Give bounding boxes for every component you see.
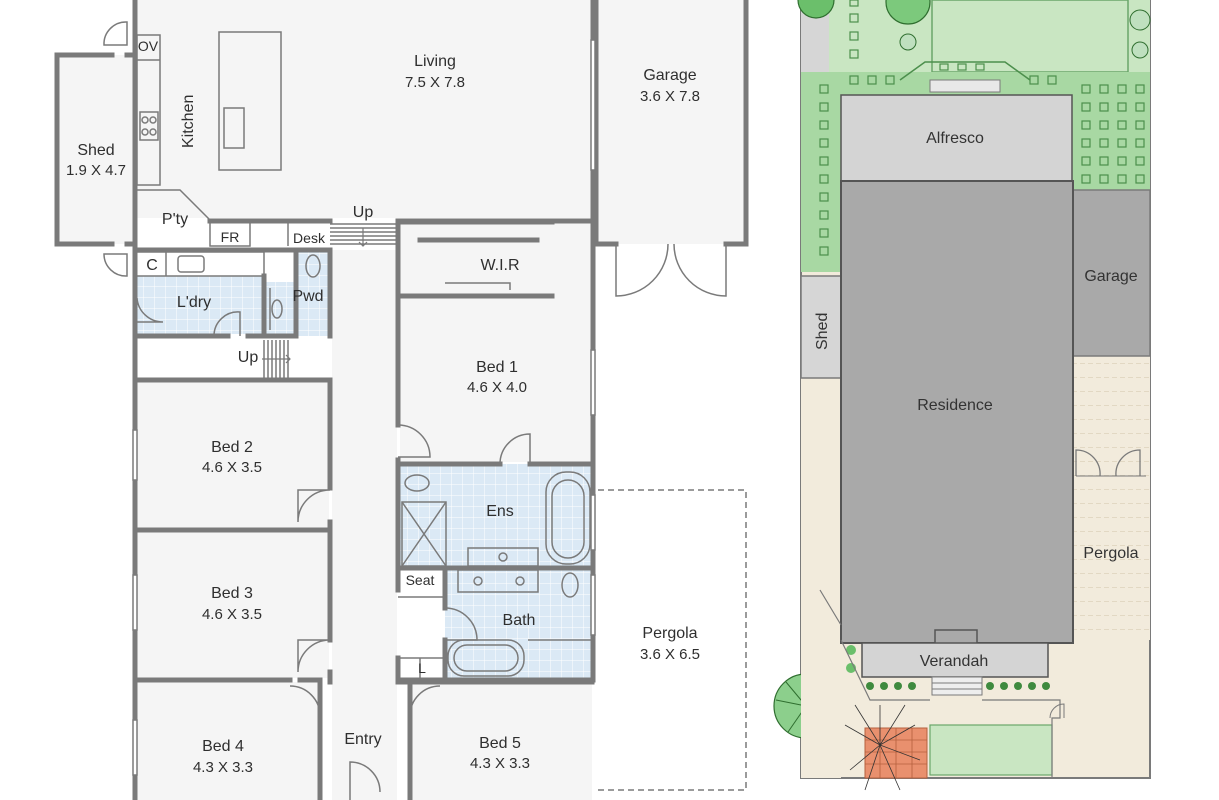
walls [54,0,749,800]
garden-grid [819,0,1145,256]
bath-name: Bath [503,612,536,629]
shed-name: Shed [77,142,114,159]
site-residence-label: Residence [917,397,993,414]
room-labels: Living 7.5 X 7.8 Garage 3.6 X 7.8 Shed 1… [66,38,700,776]
stairs-up-top: Up [353,204,374,221]
site-verandah-label: Verandah [920,653,989,670]
bed2-name: Bed 2 [211,439,253,456]
bed2-dims: 4.6 X 3.5 [202,459,262,476]
site-shed-label: Shed [814,313,831,350]
ens-name: Ens [486,503,514,520]
floor-plan: Living 7.5 X 7.8 Garage 3.6 X 7.8 Shed 1… [54,0,749,800]
windows [132,39,596,776]
site-garage-label: Garage [1084,268,1137,285]
entry-name: Entry [344,731,381,748]
bed4-name: Bed 4 [202,738,244,755]
laundry-name: L'dry [177,294,211,311]
bed1-name: Bed 1 [476,359,518,376]
joinery [103,21,747,800]
garage-dims: 3.6 X 7.8 [640,88,700,105]
powder-name: Pwd [292,288,323,305]
seat-label: Seat [406,572,435,588]
bed1-dims: 4.6 X 4.0 [467,379,527,396]
pergola-name: Pergola [642,625,697,642]
bed3-name: Bed 3 [211,585,253,602]
desk-label: Desk [293,230,326,246]
pergola-dims: 3.6 X 6.5 [640,646,700,663]
fridge-label: FR [221,229,240,245]
bed5-name: Bed 5 [479,735,521,752]
linen-label: L [418,660,426,676]
wir-name: W.I.R [480,257,519,274]
living-name: Living [414,53,456,70]
site-plan: Alfresco Residence Garage Shed Pergola V… [773,0,1151,791]
cupboard-label: C [146,257,158,274]
bed3-dims: 4.6 X 3.5 [202,606,262,623]
front-tree [844,704,921,791]
garage-name: Garage [643,67,696,84]
oven-label: OV [138,38,159,54]
kitchen-name: Kitchen [180,95,197,148]
shed-dims: 1.9 X 4.7 [66,162,126,179]
site-alfresco-label: Alfresco [926,130,984,147]
stair-arrows [262,228,368,364]
bed5-dims: 4.3 X 3.3 [470,755,530,772]
pantry-name: P'ty [162,211,188,228]
site-pergola-label: Pergola [1083,545,1138,562]
bed4-dims: 4.3 X 3.3 [193,759,253,776]
living-dims: 7.5 X 7.8 [405,74,465,91]
stairs-up-mid: Up [238,349,259,366]
